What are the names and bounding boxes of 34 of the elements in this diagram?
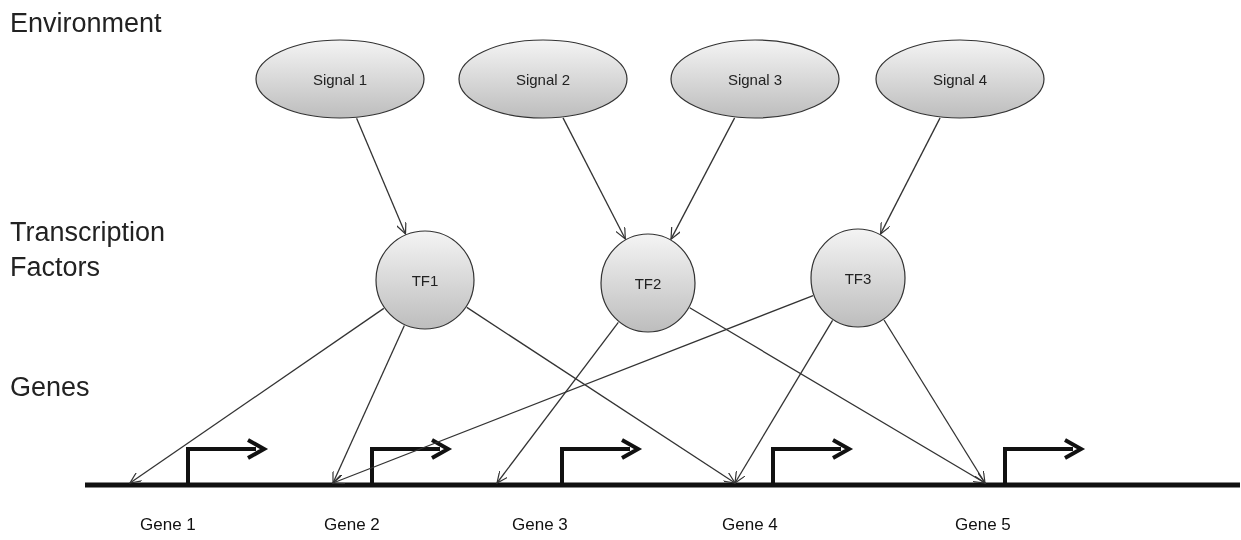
node-label: TF1 (411, 271, 439, 289)
gene-label: Gene 2 (324, 515, 380, 535)
transcription-factor-circle (375, 230, 475, 330)
transcription-factor-circle (600, 233, 696, 333)
arrow (355, 117, 407, 235)
node-label: TF3 (844, 269, 872, 287)
node-label: Signal 3 (727, 70, 783, 88)
signal-ellipse (458, 39, 628, 119)
gene-label: Gene 1 (140, 515, 196, 535)
row-label: Genes (10, 371, 90, 404)
signal-ellipse (670, 39, 840, 119)
node-label: TF2 (634, 274, 662, 292)
gene-label: Gene 3 (512, 515, 568, 535)
gene-label: Gene 4 (722, 515, 778, 535)
node-label: Signal 2 (515, 70, 571, 88)
arrow (670, 117, 736, 240)
arrow (129, 307, 385, 484)
arrow (332, 324, 405, 484)
arrow (689, 307, 986, 484)
node-label: Signal 4 (932, 70, 988, 88)
row-label: Transcription Factors (10, 216, 167, 285)
arrow (883, 319, 986, 484)
arrow (734, 319, 834, 484)
signal-ellipse (875, 39, 1045, 119)
arrow (332, 294, 814, 485)
signal-ellipse (255, 39, 425, 119)
transcription-factor-circle (810, 228, 906, 328)
arrow (562, 117, 626, 240)
arrow (466, 306, 736, 484)
arrow (879, 117, 941, 235)
arrow (496, 321, 619, 484)
row-label: Environment (10, 7, 162, 40)
gene-label: Gene 5 (955, 515, 1011, 535)
node-label: Signal 1 (312, 70, 368, 88)
